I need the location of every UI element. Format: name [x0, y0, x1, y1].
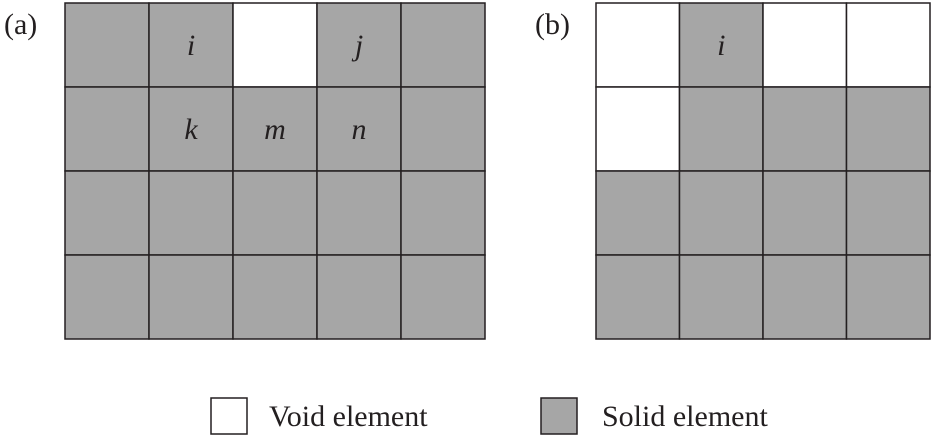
panel-a-cell-solid-r1c0: [64, 86, 150, 172]
panel-a-cell-solid-r3c1: [148, 254, 234, 340]
panel-b-cell-solid-r2c2: [762, 170, 848, 256]
panel-a-cell-solid-r2c4: [400, 170, 486, 256]
panel-b-label: (b): [535, 8, 570, 41]
panel-b-cell-solid-r3c3: [845, 254, 931, 340]
panel-a-cell-label-i: i: [187, 29, 195, 62]
panel-b-cell-solid-r1c2: [762, 86, 848, 172]
panel-b-cell-solid-r2c3: [845, 170, 931, 256]
panel-a-cell-solid-r3c3: [316, 254, 402, 340]
panel-a-cell-solid-r3c0: [64, 254, 150, 340]
panel-a-cell-void-r0c2: [232, 2, 318, 88]
panel-a-cell-solid-r2c0: [64, 170, 150, 256]
legend: Void element Solid element: [210, 397, 768, 435]
panel-b-cell-void-r0c0: [595, 2, 681, 88]
panel-a-cell-solid-r2c1: [148, 170, 234, 256]
panel-a-cell-label-m: m: [264, 113, 286, 146]
panel-b-cell-void-r1c0: [595, 86, 681, 172]
panel-a-cell-solid-r2c2: [232, 170, 318, 256]
panel-b-grid: i: [595, 2, 931, 340]
panel-a-cell-solid-r0c1: [148, 2, 234, 88]
legend-void-swatch: [210, 397, 248, 435]
legend-solid-label: Solid element: [602, 400, 768, 433]
panel-b: (b) i: [535, 2, 931, 340]
panel-a-cell-solid-r0c0: [64, 2, 150, 88]
panel-a-cell-solid-r3c4: [400, 254, 486, 340]
panel-a-cell-solid-r3c2: [232, 254, 318, 340]
panel-b-cell-label-i: i: [717, 29, 725, 62]
panel-b-cell-solid-r3c2: [762, 254, 848, 340]
panel-a-grid: i j k m n: [64, 2, 486, 340]
panel-a-label: (a): [4, 8, 37, 41]
panel-b-cell-void-r0c2: [762, 2, 848, 88]
panel-a-cell-label-n: n: [352, 113, 367, 146]
panel-b-cell-void-r0c3: [845, 2, 931, 88]
panel-a-cell-solid-r1c4: [400, 86, 486, 172]
legend-solid-swatch: [540, 397, 578, 435]
panel-b-cell-solid-r1c3: [845, 86, 931, 172]
panel-a-cell-label-j: j: [351, 29, 363, 62]
panel-b-cell-solid-r2c0: [595, 170, 681, 256]
panel-a-cell-solid-r0c4: [400, 2, 486, 88]
panel-a-cell-solid-r0c3: [316, 2, 402, 88]
panel-b-cell-solid-r3c1: [678, 254, 764, 340]
panel-a-cell-solid-r2c3: [316, 170, 402, 256]
panel-a: (a) i j k m n: [4, 2, 486, 340]
panel-b-cell-solid-r3c0: [595, 254, 681, 340]
legend-void-label: Void element: [269, 400, 428, 433]
panel-b-cell-solid-r1c1: [678, 86, 764, 172]
panel-a-cell-label-k: k: [184, 113, 198, 146]
panel-b-cell-solid-r2c1: [678, 170, 764, 256]
panel-a-cell-solid-r1c1: [148, 86, 234, 172]
panel-b-cell-solid-r0c1: [678, 2, 764, 88]
